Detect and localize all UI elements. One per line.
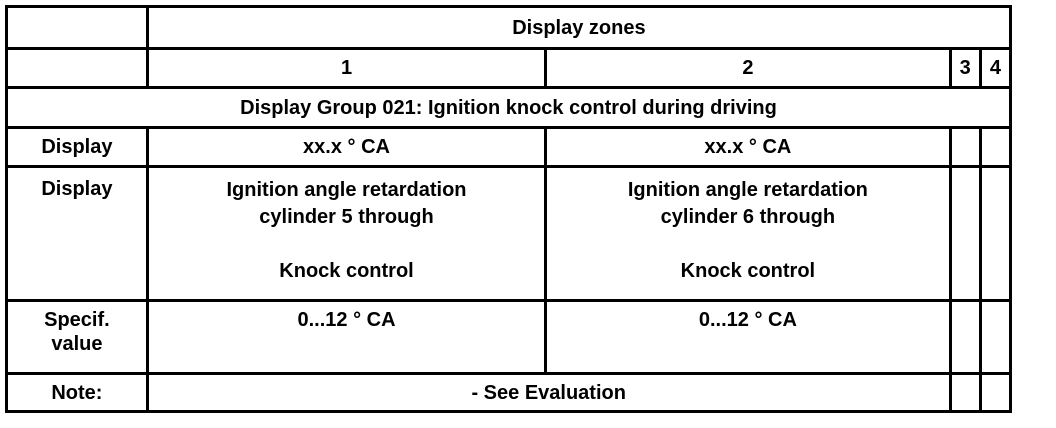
zone-numbers-blank-cell	[5, 47, 149, 89]
display-description-row-label: Display	[5, 165, 149, 302]
corner-blank-cell	[5, 5, 149, 50]
zone-2-header: 2	[544, 47, 952, 89]
note-row-label: Note:	[5, 372, 149, 413]
display-description-zone-2: Ignition angle retardation cylinder 6 th…	[544, 165, 952, 302]
description-zone-1-line-3: Knock control	[279, 260, 414, 282]
zone-numbers-row: 1 2 3 4	[5, 47, 1013, 89]
description-zone-2-line-3: Knock control	[680, 260, 816, 282]
display-value-zone-2: xx.x ° CA	[544, 126, 952, 168]
display-zones-header-row: Display zones	[5, 5, 1013, 50]
display-value-row-label: Display	[5, 126, 149, 168]
description-zone-2-line-1: Ignition angle retardation	[627, 179, 868, 201]
display-zones-header: Display zones	[145, 5, 1013, 50]
note-row: Note: - See Evaluation	[5, 372, 1013, 413]
display-value-zone-3-empty	[948, 126, 982, 168]
specified-value-row: Specif. value 0...12 ° CA 0...12 ° CA	[5, 299, 1013, 375]
specified-value-zone-3-empty	[948, 299, 982, 375]
specified-value-zone-4-empty	[978, 299, 1013, 375]
specified-value-row-label: Specif. value	[5, 299, 149, 375]
display-description-zone-4-empty	[978, 165, 1013, 302]
display-value-zone-1: xx.x ° CA	[145, 126, 548, 168]
note-zone-4-empty	[978, 372, 1013, 413]
zone-3-header: 3	[948, 47, 982, 89]
display-value-row: Display xx.x ° CA xx.x ° CA	[5, 126, 1013, 168]
display-group-row: Display Group 021: Ignition knock contro…	[5, 86, 1012, 129]
display-group-title: Display Group 021: Ignition knock contro…	[5, 86, 1012, 129]
specified-value-label-line-2: value	[51, 333, 103, 355]
description-zone-1-line-2: cylinder 5 through	[259, 206, 434, 228]
specified-value-zone-2: 0...12 ° CA	[544, 299, 952, 375]
zone-1-header: 1	[145, 47, 548, 89]
display-value-zone-4-empty	[978, 126, 1013, 168]
display-description-row: Display Ignition angle retardation cylin…	[5, 165, 1013, 302]
specified-value-zone-1: 0...12 ° CA	[145, 299, 548, 375]
note-zone-3-empty	[948, 372, 982, 413]
display-zones-table: Display zones 1 2 3 4 Display Group 021:…	[5, 5, 1013, 413]
display-description-zone-3-empty	[948, 165, 982, 302]
description-zone-2-line-2: cylinder 6 through	[660, 206, 836, 228]
zone-4-header: 4	[978, 47, 1013, 89]
description-zone-1-line-1: Ignition angle retardation	[226, 179, 467, 201]
note-value: - See Evaluation	[145, 372, 952, 413]
specified-value-label-line-1: Specif.	[44, 309, 110, 331]
display-description-zone-1: Ignition angle retardation cylinder 5 th…	[145, 165, 548, 302]
